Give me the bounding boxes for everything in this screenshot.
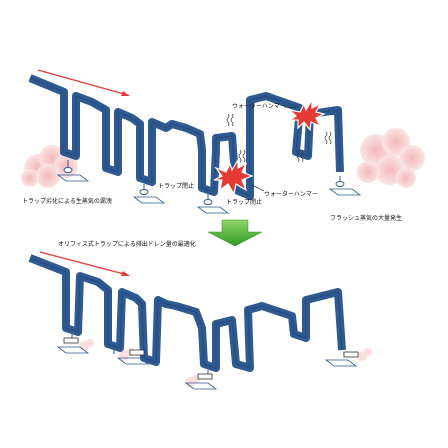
water-hammer-label-1: ウォーターハンマー (232, 102, 286, 110)
steam-leak-cloud (21, 145, 78, 188)
water-hammer-label-2: ウォーターハンマー (264, 190, 318, 198)
small-steam-cloud (357, 348, 372, 361)
flash-steam-cloud (357, 128, 425, 188)
trap-icon (132, 184, 166, 204)
trap-icon (328, 176, 362, 196)
water-hammer-burst-icon (288, 97, 326, 132)
trap-icon (196, 194, 230, 214)
trap-icon (56, 160, 90, 182)
orifice-trap-icon (113, 349, 150, 365)
transition-arrow-icon (207, 219, 263, 247)
top-flow-arrow (37, 69, 130, 96)
orifice-trap-icon (324, 351, 359, 367)
water-hammer-burst-icon (213, 157, 254, 196)
top-steam-pipe-outline (29, 77, 341, 197)
vibration-marks-icon (226, 113, 332, 163)
orifice-optimization-label: オリフィス式トラップによる排出ドレン量の最適化 (58, 240, 196, 248)
orifice-trap-icon (184, 370, 218, 390)
orifice-trap-icon (56, 334, 90, 354)
flash-steam-label: フラッシュ蒸気の大量発生 (330, 214, 402, 222)
trap-closed-label-1: トラップ閉止 (158, 182, 194, 190)
small-steam-cloud (79, 339, 94, 351)
bottom-flow-arrow (39, 251, 130, 276)
steam-leak-label: トラップ劣化による生蒸気の漏洩 (22, 197, 112, 205)
trap-closed-label-2: トラップ閉止 (226, 198, 262, 206)
bottom-diagram: オリフィス式トラップによる排出ドレン量の最適化 (28, 240, 372, 390)
bottom-steam-pipe-outline (29, 257, 343, 369)
top-diagram: ウォーターハンマー ウォーターハンマー トラップ閉止 トラップ閉止 トラップ劣化… (21, 69, 425, 222)
bottom-steam-pipe (28, 254, 346, 372)
